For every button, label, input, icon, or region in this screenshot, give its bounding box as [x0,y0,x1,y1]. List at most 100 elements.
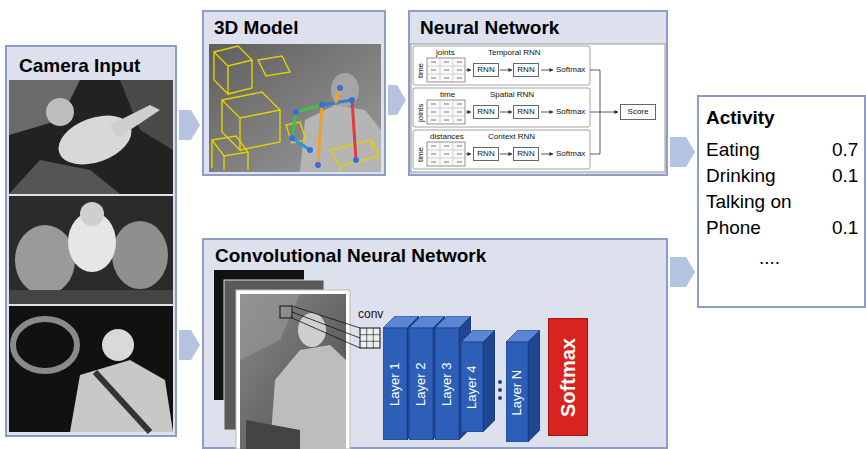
camera-image [9,196,173,304]
row-title: Context RNN [488,132,535,141]
layer-block: Layer 4 [461,330,495,432]
score-label: Score [628,107,649,116]
activity-name-wrap: Talking on Phone [706,189,818,241]
rnn-box: RNN [473,63,499,77]
axis-label-wrap: time [413,150,428,159]
cnn-input-frames [214,270,304,400]
camera-image [120,80,173,150]
activity-more: .... [759,245,780,271]
network-diagram [413,46,590,169]
network-diagram [413,130,590,169]
network-diagram [466,154,471,155]
camera-image [95,372,150,432]
cnn-input-frames [224,280,324,430]
rnn-box: RNN [473,105,499,119]
rnn-label-wrap: RNN [517,149,534,158]
camera-image [9,306,173,432]
wireframe-box [212,136,248,170]
wireframe-box [212,46,379,171]
rnn-box: RNN [513,63,539,77]
camera-image [9,80,173,194]
network-diagram [466,112,471,113]
network-diagram [600,112,618,113]
receptive-field-line [292,318,360,348]
rnn-label: RNN [477,65,494,74]
skeleton [292,138,310,150]
skeleton [296,105,322,112]
axis-label: joints [415,103,424,122]
axis-label-wrap: joints [411,108,430,117]
receptive-field-line [292,306,360,328]
flow-arrow [670,137,695,167]
edge-arrow [500,154,512,155]
activity-score-wrap: 0.1 [832,215,858,241]
joint-dot [349,97,355,103]
joint-dot [307,147,313,153]
skeleton [318,105,322,165]
row-title-wrap: Context RNN [488,132,535,141]
activity-score-wrap: 0.1 [832,163,858,189]
network-diagram [466,70,471,71]
camera-image [46,98,74,126]
joint-dot [319,102,325,108]
ellipsis-dot [498,396,502,400]
joint-dot [315,162,321,168]
axis-label-wrap: time [413,66,428,75]
axis-label: joints [436,48,455,57]
skeleton [352,100,356,160]
3d-model-image [331,73,359,107]
cnn-input-frames [280,306,292,318]
layer-face [409,328,433,440]
cnn-input-frames [360,328,380,348]
camera-image [9,160,120,194]
layer-face [483,330,495,432]
skeleton [292,112,296,138]
panel-title: Convolutional Neural Network [215,245,486,267]
activity-score-wrap: 0.7 [832,137,858,163]
rnn-label: RNN [477,149,494,158]
receptive-field-line [292,306,360,348]
layer-face [528,330,540,442]
wireframe-box [286,122,306,143]
layer-label: Layer 4 [465,365,480,408]
softmax-label-wrap: Softmax [556,65,585,74]
cnn-input-frames [270,345,346,449]
camera-image [102,329,134,361]
skeleton [336,88,340,102]
camera-image [9,196,173,304]
wireframe-box [222,92,280,150]
score-label-wrap: Score [628,107,649,116]
rnn-box: RNN [473,147,499,161]
cnn-input-frames [236,290,350,449]
camera-image [9,80,80,135]
joint-dot [289,135,295,141]
input-grid [427,100,465,124]
panel-box: 3D Model [202,10,386,176]
network-diagram [541,154,553,155]
axis-label: time [415,147,424,162]
activity-score: 0.1 [832,215,858,241]
activity-heading-wrap: Activity [706,105,775,131]
panel-title-wrap: Neural Network [420,17,559,39]
activity-name-wrap: Drinking [706,163,776,189]
softmax-label: Softmax [556,107,585,116]
layer-face [461,342,483,432]
camera-image [9,80,173,194]
wireframe-box [214,46,252,94]
rnn-label-wrap: RNN [517,65,534,74]
row-title-wrap: Spatial RNN [490,90,534,99]
rnn-label: RNN [517,65,534,74]
activity-box: ActivityEating0.7Drinking0.1Talking on P… [697,95,866,308]
edge-arrow [500,70,512,71]
activity-name: Talking on Phone [706,189,818,241]
ellipsis-dot [498,380,502,384]
camera-image [52,106,138,173]
network-diagram [411,44,665,172]
camera-image [15,225,75,295]
camera-image [9,306,173,432]
rnn-label: RNN [517,107,534,116]
axis-label: distances [430,132,464,141]
camera-image [110,105,160,138]
3d-model-image [209,44,381,172]
layer-face [383,328,407,440]
